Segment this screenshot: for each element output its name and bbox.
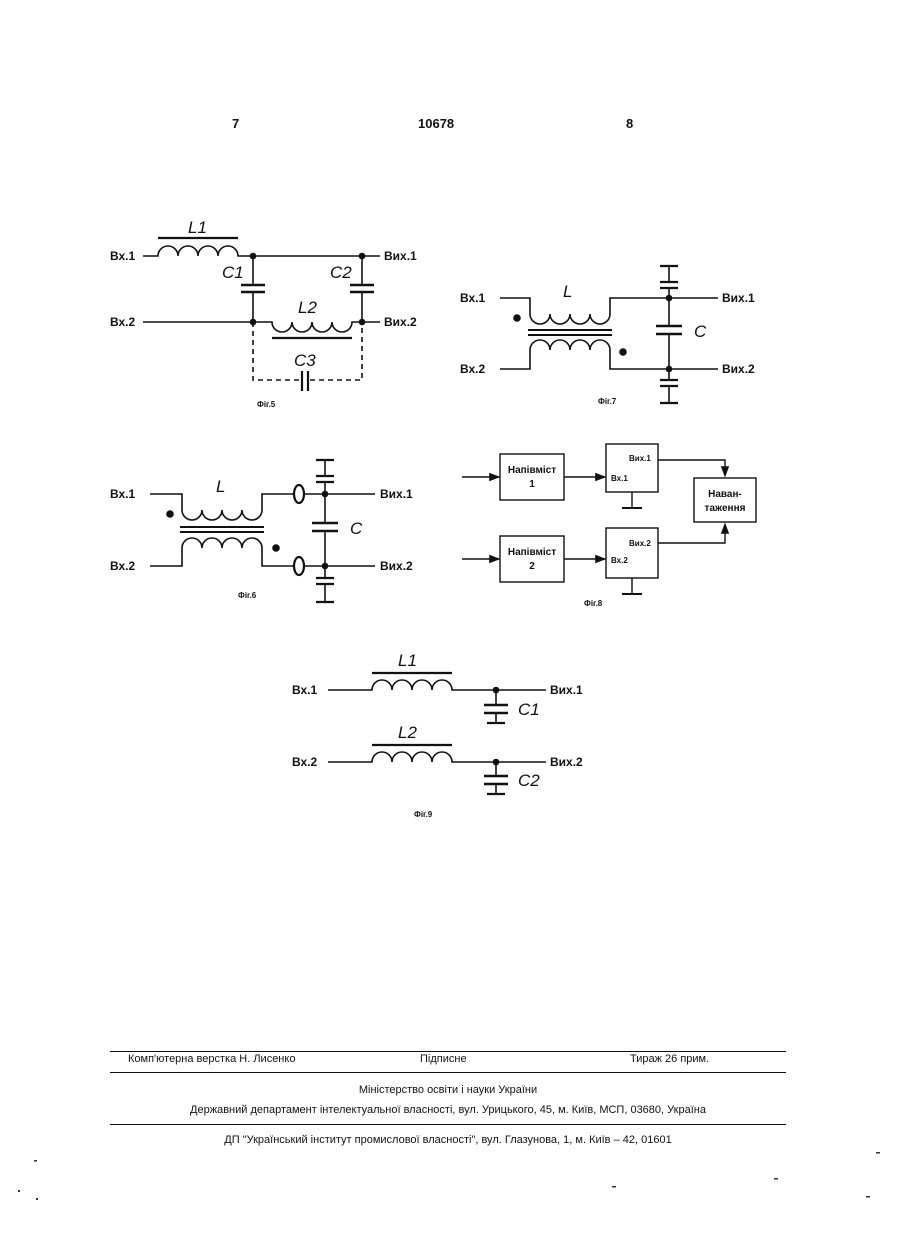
fig6-C-label: C xyxy=(350,519,363,538)
fig8-caption: Фіг.8 xyxy=(584,599,603,608)
fig9-L2-label: L2 xyxy=(398,723,417,742)
footer-circulation: Тираж 26 прим. xyxy=(630,1053,709,1065)
fig6-caption: Фіг.6 xyxy=(238,591,257,600)
fig7-out1-label: Вих.1 xyxy=(722,291,755,305)
fig9-caption: Фіг.9 xyxy=(414,810,433,819)
fig5-in2-label: Вх.2 xyxy=(110,315,136,329)
fig9-out1-label: Вих.1 xyxy=(550,683,583,697)
footer-signed: Підписне xyxy=(420,1053,467,1065)
fig8-out1-label: Вих.1 xyxy=(629,454,651,463)
fig5-L1-label: L1 xyxy=(188,218,207,237)
fig9-out2-label: Вих.2 xyxy=(550,755,583,769)
fig6-in2-label: Вх.2 xyxy=(110,559,136,573)
figure-5 xyxy=(143,238,380,391)
fig9-C2-label: C2 xyxy=(518,771,540,790)
fig8-block1-number: 1 xyxy=(529,479,535,490)
fig7-L-label: L xyxy=(563,282,572,301)
fig8-out2-label: Вих.2 xyxy=(629,539,651,548)
fig6-out2-label: Вих.2 xyxy=(380,559,413,573)
fig8-block2-title: Напівміст xyxy=(508,547,556,558)
fig7-in2-label: Вх.2 xyxy=(460,362,486,376)
fig5-in1-label: Вх.1 xyxy=(110,249,136,263)
fig5-C2-label: C2 xyxy=(330,263,352,282)
fig6-in1-label: Вх.1 xyxy=(110,487,136,501)
scan-specks xyxy=(18,1152,880,1200)
fig9-C1-label: C1 xyxy=(518,700,540,719)
figure-6 xyxy=(150,460,375,602)
fig8-block1-title: Напівміст xyxy=(508,465,556,476)
fig7-in1-label: Вх.1 xyxy=(460,291,486,305)
footer-department: Державний департамент інтелектуальної вл… xyxy=(110,1104,786,1116)
fig5-out2-label: Вих.2 xyxy=(384,315,417,329)
fig5-L2-label: L2 xyxy=(298,298,317,317)
fig9-L1-label: L1 xyxy=(398,651,417,670)
fig7-C-label: C xyxy=(694,322,707,341)
footer-ministry: Міністерство освіти і науки України xyxy=(110,1084,786,1096)
fig6-L-label: L xyxy=(216,477,225,496)
fig5-C3-label: C3 xyxy=(294,351,316,370)
fig8-in2-label: Вх.2 xyxy=(611,556,628,565)
footer-rule-middle xyxy=(110,1072,786,1073)
fig5-C1-label: C1 xyxy=(222,263,244,282)
fig8-load-line2: таження xyxy=(705,503,746,514)
fig8-load-line1: Наван- xyxy=(708,489,742,500)
fig6-out1-label: Вих.1 xyxy=(380,487,413,501)
footer-typesetting: Комп'ютерна верстка Н. Лисенко xyxy=(128,1053,295,1065)
fig7-out2-label: Вих.2 xyxy=(722,362,755,376)
figure-9 xyxy=(328,673,546,794)
footer-rule-bottom xyxy=(110,1124,786,1125)
fig5-caption: Фіг.5 xyxy=(257,400,276,409)
fig9-in1-label: Вх.1 xyxy=(292,683,318,697)
fig5-out1-label: Вих.1 xyxy=(384,249,417,263)
fig8-in1-label: Вх.1 xyxy=(611,474,628,483)
footer-rule-top xyxy=(110,1051,786,1052)
fig7-caption: Фіг.7 xyxy=(598,397,617,406)
figure-7 xyxy=(500,266,718,403)
fig8-block2-number: 2 xyxy=(529,561,535,572)
fig9-in2-label: Вх.2 xyxy=(292,755,318,769)
figure-8 xyxy=(462,444,756,594)
footer-publisher: ДП "Український інститут промислової вла… xyxy=(110,1134,786,1146)
